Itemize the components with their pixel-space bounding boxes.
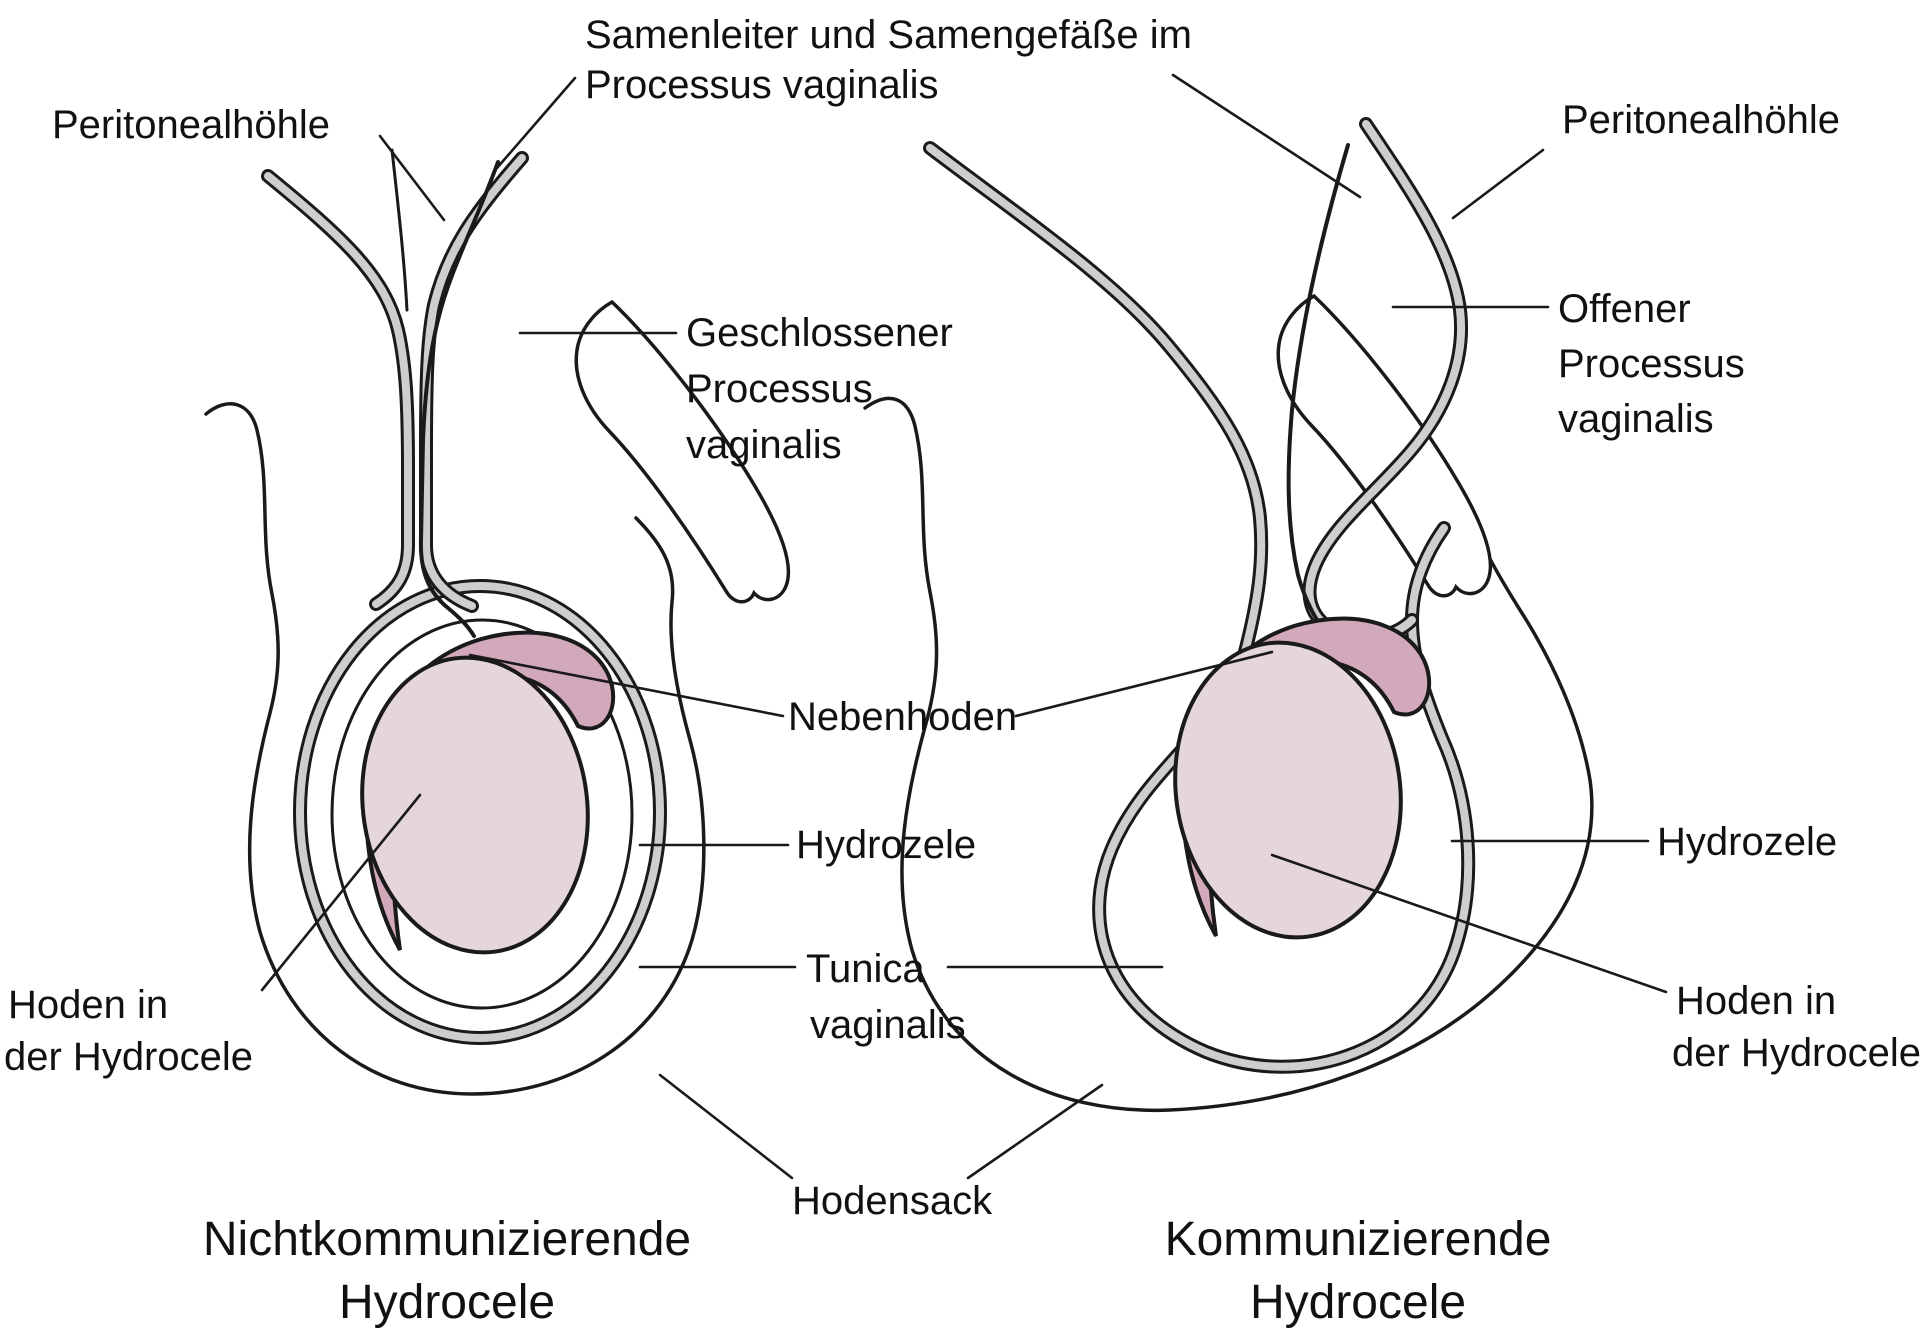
testis-right — [1173, 640, 1403, 940]
scrotum-skin-right — [863, 396, 1594, 1113]
leader-peritoneal-left — [378, 134, 446, 222]
scrotum-skin-left — [204, 402, 706, 1096]
leader-hodensack-right — [966, 1083, 1104, 1180]
label-peritoneal-left: Peritonealhöhle — [52, 103, 330, 147]
label-samenleiter-line2: Processus vaginalis — [585, 63, 939, 107]
label-geschlossener-line3: vaginalis — [686, 423, 842, 467]
tunica-ring-left — [296, 582, 664, 1042]
leader-samenleiter-left — [495, 76, 577, 170]
title-right-line1: Kommunizierende — [1165, 1213, 1552, 1266]
label-geschlossener-line1: Geschlossener — [686, 311, 953, 355]
title-left-line1: Nichtkommunizierende — [203, 1213, 691, 1266]
label-nebenhoden: Nebenhoden — [788, 695, 1017, 739]
testis-left — [360, 655, 590, 955]
vas-deferens-left — [418, 160, 500, 638]
leader-nebenhoden-right — [1014, 650, 1274, 718]
label-tunica-line2: vaginalis — [810, 1003, 966, 1047]
leader-hoden-right — [1270, 853, 1668, 994]
label-tunica-line1: Tunica — [806, 947, 925, 991]
label-hoden-left-line2: der Hydrocele — [4, 1035, 253, 1079]
text-labels: Samenleiter und Samengefäße im Processus… — [4, 13, 1920, 1329]
label-samenleiter-line1: Samenleiter und Samengefäße im — [585, 13, 1192, 57]
label-geschlossener-line2: Processus — [686, 367, 873, 411]
label-offener-line1: Offener — [1558, 287, 1691, 331]
label-peritoneal-right: Peritonealhöhle — [1562, 98, 1840, 142]
title-left-line2: Hydrocele — [339, 1276, 555, 1329]
label-hydrozele-right: Hydrozele — [1657, 820, 1837, 864]
leader-hoden-left — [260, 793, 422, 992]
peritoneum-band-left — [264, 172, 412, 608]
label-offener-line3: vaginalis — [1558, 397, 1714, 441]
right-diagram — [863, 117, 1594, 1113]
leader-samenleiter-right — [1171, 73, 1362, 199]
tunica-band-right — [926, 144, 1473, 1071]
vas-deferens-right — [1286, 143, 1366, 670]
label-hoden-right-line1: Hoden in — [1676, 979, 1836, 1023]
tunica-band-right-edge — [923, 141, 1476, 1074]
left-diagram — [204, 148, 791, 1096]
label-hodensack: Hodensack — [792, 1179, 993, 1223]
leader-hodensack-left — [658, 1073, 794, 1180]
title-right-line2: Hydrocele — [1250, 1276, 1466, 1329]
label-hoden-right-line2: der Hydrocele — [1672, 1031, 1920, 1075]
leader-nebenhoden-left — [468, 653, 785, 718]
visceral-layer-left — [330, 618, 634, 1010]
peritoneum-band-right — [422, 154, 526, 610]
label-offener-line2: Processus — [1558, 342, 1745, 386]
label-hydrozele-left: Hydrozele — [796, 823, 976, 867]
leader-lines — [260, 73, 1668, 1180]
label-hoden-left-line1: Hoden in — [8, 983, 168, 1027]
vessel-line-left — [390, 148, 409, 312]
leader-peritoneal-right — [1451, 148, 1545, 220]
